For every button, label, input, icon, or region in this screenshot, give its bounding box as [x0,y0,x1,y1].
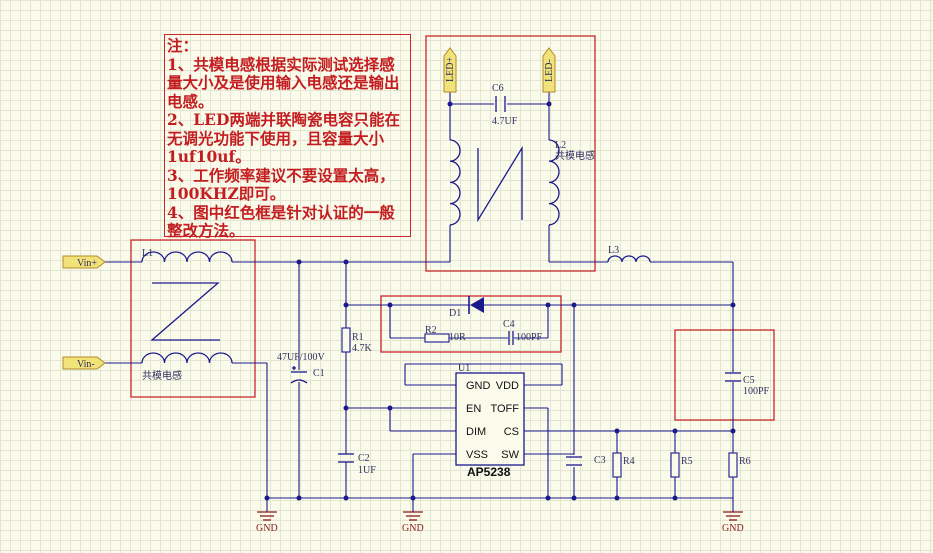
capacitor-c3 [566,456,582,466]
ground-symbol-1 [257,511,277,521]
input-filter-box [130,239,256,398]
inductor-l1-bottom [141,352,233,364]
port-vin-pos-label: Vin+ [77,258,97,269]
c4-value: 100PF [516,332,543,343]
inductor-l2-right [548,139,560,226]
ic-pin-vdd: VDD [496,380,519,392]
capacitor-c4 [508,331,514,345]
ic-u1 [455,372,525,466]
resistor-r1 [341,327,351,353]
c5-value: 100PF [743,386,770,397]
port-led-neg-label: LED- [544,59,555,82]
ic-pin-dim: DIM [466,426,486,438]
capacitor-c2 [338,453,354,463]
l2-ref: L2 [555,140,566,151]
port-led-pos-label: LED+ [445,57,456,82]
gnd-label-3: GND [722,523,744,534]
note-line-3: 3、工作频率建议不要设置太高，100KHZ即可。 [167,165,395,203]
c6-ref: C6 [492,83,504,94]
inductor-l1-top [141,251,233,263]
ic-pin-sw: SW [501,449,519,461]
gnd-label-2: GND [402,523,424,534]
inductor-l3 [607,255,651,263]
capacitor-c6 [495,96,506,112]
diode-d1 [468,296,484,314]
port-led-pos [443,47,457,93]
note-line-4: 4、图中红色框是针对认证的一般整改方法。 [167,202,395,240]
port-vin-neg-label: Vin- [77,359,95,370]
note-line-2: 2、LED两端并联陶瓷电容只能在无调光功能下使用，且容量大小1uf10uf。 [167,110,400,166]
ic-pin-en: EN [466,403,481,415]
port-vin-neg [62,356,106,370]
capacitor-c5 [725,372,741,382]
note-title: 注： [167,36,199,55]
port-led-neg [542,47,556,93]
l3-ref: L3 [608,245,619,256]
c1-ref: C1 [313,368,325,379]
l1-ref: L1 [142,248,153,259]
snubber-box [380,295,562,353]
ic-pin-cs: CS [504,426,519,438]
u1-ref: U1 [458,363,470,374]
c2-value: 1UF [358,465,376,476]
ground-symbol-2 [403,511,423,521]
c6-value: 4.7UF [492,116,518,127]
r6-ref: R6 [739,456,751,467]
resistor-r2 [424,333,450,343]
c1-value: 47UF/100V [277,352,326,363]
port-vin-pos [62,255,106,269]
ic-pin-vss: VSS [466,449,488,461]
capacitor-c1 [290,366,308,384]
inductor-l2-left [449,139,461,226]
c5-box [674,329,775,421]
ic-part-name: AP5238 [467,465,511,479]
l2-desc: 共模电感 [555,149,595,162]
led-filter-box [425,35,596,272]
common-mode-core-l1 [150,282,220,341]
c5-ref: C5 [743,375,755,386]
r4-ref: R4 [623,456,635,467]
ic-pin-gnd: GND [466,380,491,392]
ground-symbol-3 [723,511,743,521]
r1-ref: R1 [352,332,364,343]
note-box: 注： 1、共模电感根据实际测试选择感量大小及是使用输入电感还是输出电感。 2、L… [164,34,411,240]
ic-pin-toff: TOFF [490,403,519,415]
r2-ref: R2 [425,325,437,336]
c4-ref: C4 [503,319,515,330]
c3-ref: C3 [594,455,606,466]
r2-value: 10R [449,332,466,343]
d1-ref: D1 [449,308,461,319]
resistor-r4 [612,452,622,478]
l1-desc: 共模电感 [142,369,182,382]
r1-value: 4.7K [352,343,373,354]
r5-ref: R5 [681,456,693,467]
gnd-label-1: GND [256,523,278,534]
common-mode-core-l2 [477,145,523,223]
resistor-r5 [670,452,680,478]
note-line-1: 1、共模电感根据实际测试选择感量大小及是使用输入电感还是输出电感。 [167,54,400,111]
c2-ref: C2 [358,453,370,464]
resistor-r6 [728,452,738,478]
